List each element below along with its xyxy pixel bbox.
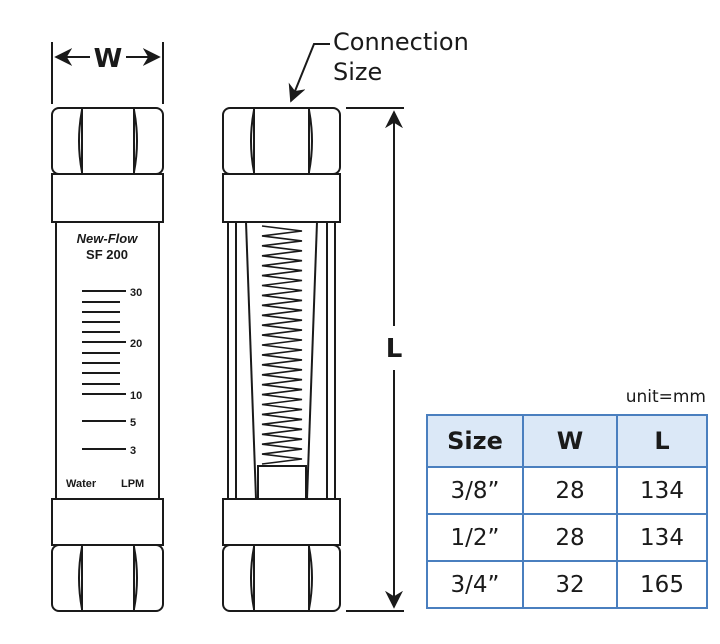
- scale-label-30: 30: [130, 287, 142, 299]
- cell-size: 3/4”: [426, 560, 524, 609]
- connection-size-leader: [288, 43, 330, 103]
- cell-size: 3/8”: [426, 466, 524, 515]
- length-dimension: [346, 107, 404, 612]
- length-dimension-label: L: [386, 334, 403, 364]
- cell-l: 165: [616, 560, 708, 609]
- cell-l: 134: [616, 513, 708, 562]
- scale-graduations: [82, 290, 126, 450]
- dimension-table: Size W L 3/8” 28 134 1/2” 28 134 3/4” 32…: [426, 414, 708, 609]
- table-row: 3/8” 28 134: [426, 466, 708, 515]
- front-view-meter: [51, 107, 164, 612]
- connection-size-label-line1: Connection: [333, 28, 469, 56]
- spring: [261, 225, 303, 465]
- width-dimension: [51, 42, 164, 104]
- flow-unit-label: LPM: [121, 478, 144, 490]
- header-l: L: [616, 414, 708, 468]
- cell-w: 28: [522, 466, 618, 515]
- section-view-meter: [222, 107, 341, 612]
- header-size: Size: [426, 414, 524, 468]
- scale-label-3: 3: [130, 445, 136, 457]
- cell-w: 32: [522, 560, 618, 609]
- header-w: W: [522, 414, 618, 468]
- unit-note: unit=mm: [625, 387, 706, 407]
- table-header-row: Size W L: [426, 414, 708, 468]
- scale-label-20: 20: [130, 338, 142, 350]
- brand-label: New-Flow: [77, 231, 139, 246]
- fluid-label: Water: [66, 478, 97, 490]
- scale-label-5: 5: [130, 417, 136, 429]
- table-row: 3/4” 32 165: [426, 560, 708, 609]
- width-dimension-label: W: [94, 44, 123, 74]
- scale-label-10: 10: [130, 390, 142, 402]
- cell-w: 28: [522, 513, 618, 562]
- cell-l: 134: [616, 466, 708, 515]
- model-label: SF 200: [86, 247, 128, 262]
- cell-size: 1/2”: [426, 513, 524, 562]
- table-row: 1/2” 28 134: [426, 513, 708, 562]
- connection-size-label-line2: Size: [333, 58, 382, 86]
